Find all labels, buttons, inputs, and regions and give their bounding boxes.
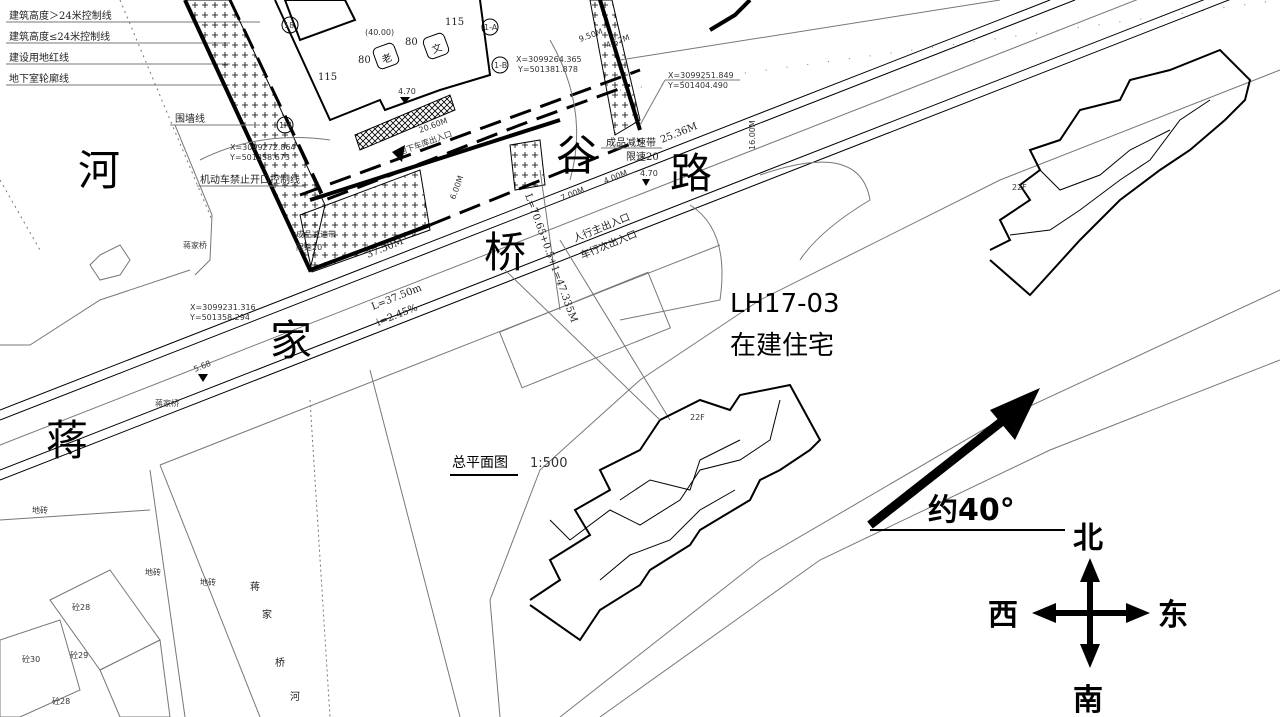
floor-count: 22F (1012, 183, 1027, 192)
lower-left-area: 地砖 地砖 地砖 砼28 砼29 砼30 砼28 蒋 家 桥 河 (0, 369, 461, 717)
ground-label: 地砖 (145, 567, 161, 577)
building-tag: 1-A (484, 23, 498, 32)
building-number: 80 (358, 55, 371, 66)
compass-north: 北 (1073, 521, 1103, 556)
building-mark: 老 (380, 51, 394, 67)
river-vertical-char: 河 (290, 691, 300, 703)
road-name-char: 路 (670, 149, 712, 198)
coordinate-y: Y=501381.878 (517, 65, 578, 74)
elevation: (40.00) (365, 28, 394, 37)
compass-south: 南 (1073, 683, 1103, 717)
bridge-small-label: 蒋家桥 (183, 240, 207, 250)
building-tag: 1-B (494, 61, 507, 70)
dimension: 4.00M (602, 168, 628, 186)
dimension: 25.36M (659, 121, 699, 146)
dimension: 16.00M (748, 120, 757, 150)
coordinate-x: X=3099264.365 (516, 55, 582, 64)
orientation-indicator: 约40° 北 南 东 西 (867, 388, 1188, 717)
road-name-char: 家 (270, 316, 312, 365)
speed-bump-label: 成品减速带 (606, 137, 656, 149)
road-name-char: 蒋 (46, 416, 88, 465)
arrow-left-icon (1032, 603, 1056, 623)
north-direction-arrow (867, 411, 1013, 529)
block-label: 砼28 (72, 602, 90, 612)
wall-line-label: 围墙线 (175, 112, 205, 125)
road-name-char: 桥 (484, 228, 526, 277)
angle-label: 约40° (928, 493, 1015, 528)
residential-building: 22F (529, 383, 822, 642)
legend: 建筑高度＞24米控制线 建筑高度≤24米控制线 建设用地红线 地下室轮廓线 (6, 9, 260, 86)
elevation-marker-icon (400, 97, 410, 104)
block-label: 砼29 (70, 650, 88, 660)
coordinate-x: X=3099272.864 (230, 143, 296, 152)
river-label: 河 (78, 146, 120, 195)
block-label: 砼30 (22, 654, 40, 664)
coordinate-x: X=3099231.316 (190, 303, 256, 312)
dimension: 7.00M (559, 185, 585, 203)
river-bank (0, 0, 213, 346)
river-vertical-char: 家 (262, 608, 272, 621)
elevation: 4.70 (640, 169, 658, 178)
residential-building: 22F (989, 48, 1252, 297)
building-number: 115 (318, 72, 337, 83)
building-number: 115 (445, 17, 464, 28)
arrow-head-icon (990, 388, 1040, 440)
dimension: 6.00M (448, 174, 465, 200)
compass-east: 东 (1158, 598, 1188, 633)
no-vehicle-opening-label: 机动车禁止开口控制线 (200, 173, 300, 186)
building-number: 80 (405, 37, 418, 48)
plot-description: 在建住宅 (730, 331, 834, 361)
coordinate-y: Y=501358.673 (229, 153, 290, 162)
legend-item: 建筑高度＞24米控制线 (9, 9, 112, 22)
upper-road: X=3099251.849 Y=501404.490 (619, 0, 1280, 126)
ground-label: 地砖 (32, 505, 48, 515)
coordinate-y: Y=501404.490 (667, 81, 728, 90)
floor-count: 22F (690, 413, 705, 422)
road-name-char: 谷 (556, 131, 598, 180)
coordinate-y: Y=501358.294 (189, 313, 250, 322)
arrow-down-icon (1080, 644, 1100, 668)
entrance-arrow-icon (392, 145, 405, 162)
elevation: 5.68 (192, 359, 212, 374)
elevation: 4.70 (398, 87, 416, 96)
building-tag: 18 (284, 21, 294, 30)
legend-item: 建筑高度≤24米控制线 (9, 30, 110, 43)
plot-code: LH17-03 (730, 289, 840, 319)
river-vertical-char: 桥 (275, 657, 285, 669)
compass-west: 西 (988, 598, 1018, 633)
legend-item: 地下室轮廓线 (9, 72, 69, 85)
elevation-marker-icon (198, 374, 208, 382)
building-tag: 1-4 (279, 121, 292, 130)
river-vertical-char: 蒋 (250, 581, 260, 593)
speed-limit-label: 限速20 (626, 151, 659, 163)
block-label: 砼28 (52, 696, 70, 706)
elevation-marker-icon (642, 179, 650, 186)
speed-limit-label: 限速20 (296, 243, 322, 252)
ground-label: 地砖 (200, 577, 216, 587)
speed-bump-label: 成品减速带 (296, 229, 336, 239)
arrow-up-icon (1080, 558, 1100, 582)
site-block (183, 0, 642, 273)
building-mark: 文 (430, 41, 444, 57)
arrow-right-icon (1126, 603, 1150, 623)
drawing-scale: 1:500 (530, 456, 567, 471)
road-small-label: 蒋家桥 (155, 398, 179, 408)
legend-item: 建设用地红线 (9, 51, 69, 64)
coordinate-x: X=3099251.849 (668, 71, 734, 80)
drawing-title: 总平面图 (452, 455, 508, 471)
